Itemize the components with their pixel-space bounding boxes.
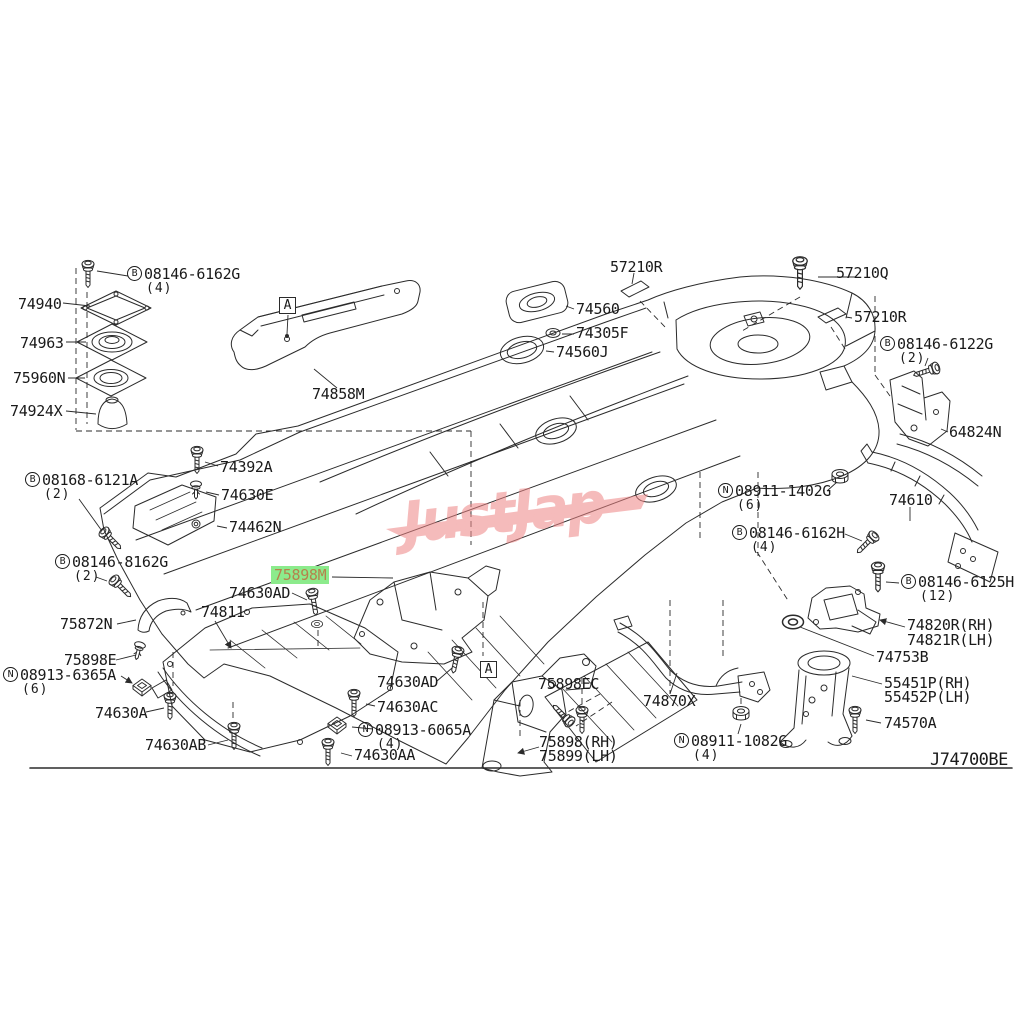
- qty-label: (4): [751, 540, 778, 555]
- part-label-75898EC[interactable]: 75898EC: [538, 675, 600, 693]
- part-label-64824N[interactable]: 64824N: [949, 423, 1002, 441]
- qty-label: (2): [74, 569, 101, 584]
- prefix-circle-icon: N: [718, 483, 733, 498]
- qty-label: (12): [920, 589, 956, 604]
- part-label-74940[interactable]: 74940: [18, 295, 62, 313]
- part-label-57210Q[interactable]: 57210Q: [836, 264, 889, 282]
- part-label-57210R-top[interactable]: 57210R: [610, 258, 663, 276]
- qty-label: (4): [377, 737, 404, 752]
- prefix-circle-icon: B: [25, 472, 40, 487]
- part-label-74820R-RH[interactable]: 74820R(RH): [907, 616, 995, 634]
- part-label-74630AA[interactable]: 74630AA: [354, 746, 416, 764]
- watermark-text: JustJap: [389, 470, 608, 558]
- qty-label: (6): [22, 682, 49, 697]
- qty-label: (4): [693, 748, 720, 763]
- ref-marker-a-1: A: [279, 297, 296, 314]
- prefix-circle-icon: N: [3, 667, 18, 682]
- prefix-circle-icon: N: [674, 733, 689, 748]
- part-label-74305F[interactable]: 74305F: [576, 324, 629, 342]
- part-label-74392A[interactable]: 74392A: [220, 458, 273, 476]
- part-label-75898M-selected[interactable]: 75898M: [271, 566, 330, 584]
- prefix-circle-icon: N: [358, 722, 373, 737]
- part-label-74924X[interactable]: 74924X: [10, 402, 63, 420]
- part-label-74630AD-1[interactable]: 74630AD: [229, 584, 291, 602]
- part-label-74821R-LH[interactable]: 74821R(LH): [907, 631, 995, 649]
- part-label-74630E[interactable]: 74630E: [221, 486, 274, 504]
- ref-marker-a-2: A: [480, 661, 497, 678]
- part-label-74870X[interactable]: 74870X: [643, 692, 696, 710]
- qty-label: (2): [44, 487, 71, 502]
- part-label-74570A[interactable]: 74570A: [884, 714, 937, 732]
- part-label-74963[interactable]: 74963: [20, 334, 64, 352]
- part-label-75960N[interactable]: 75960N: [13, 369, 66, 387]
- part-label-74858M[interactable]: 74858M: [312, 385, 365, 403]
- part-label-74610[interactable]: 74610: [889, 491, 933, 509]
- prefix-circle-icon: B: [880, 336, 895, 351]
- part-label-55451P-RH[interactable]: 55451P(RH): [884, 674, 972, 692]
- prefix-circle-icon: B: [127, 266, 142, 281]
- qty-label: (6): [737, 498, 764, 513]
- part-label-74630A[interactable]: 74630A: [95, 704, 148, 722]
- prefix-circle-icon: B: [55, 554, 70, 569]
- prefix-circle-icon: B: [732, 525, 747, 540]
- prefix-circle-icon: B: [901, 574, 916, 589]
- diagram-code: J74700BE: [930, 750, 1008, 770]
- part-label-74560[interactable]: 74560: [576, 300, 620, 318]
- part-label-74630AD-2[interactable]: 74630AD: [377, 673, 439, 691]
- part-label-74630AB[interactable]: 74630AB: [145, 736, 207, 754]
- qty-label: (4): [146, 281, 173, 296]
- part-label-74630AC[interactable]: 74630AC: [377, 698, 439, 716]
- part-label-74560J[interactable]: 74560J: [556, 343, 609, 361]
- part-label-74811[interactable]: 74811: [201, 603, 245, 621]
- part-label-75899-LH[interactable]: 75899(LH): [539, 747, 618, 765]
- part-label-75898-RH[interactable]: 75898(RH): [539, 733, 618, 751]
- part-label-74462N[interactable]: 74462N: [229, 518, 282, 536]
- part-label-75872N[interactable]: 75872N: [60, 615, 113, 633]
- qty-label: (2): [899, 351, 926, 366]
- part-label-55452P-LH[interactable]: 55452P(LH): [884, 688, 972, 706]
- part-label-75898E[interactable]: 75898E: [64, 651, 117, 669]
- part-label-57210R-right[interactable]: 57210R: [854, 308, 907, 326]
- part-label-74753B[interactable]: 74753B: [876, 648, 929, 666]
